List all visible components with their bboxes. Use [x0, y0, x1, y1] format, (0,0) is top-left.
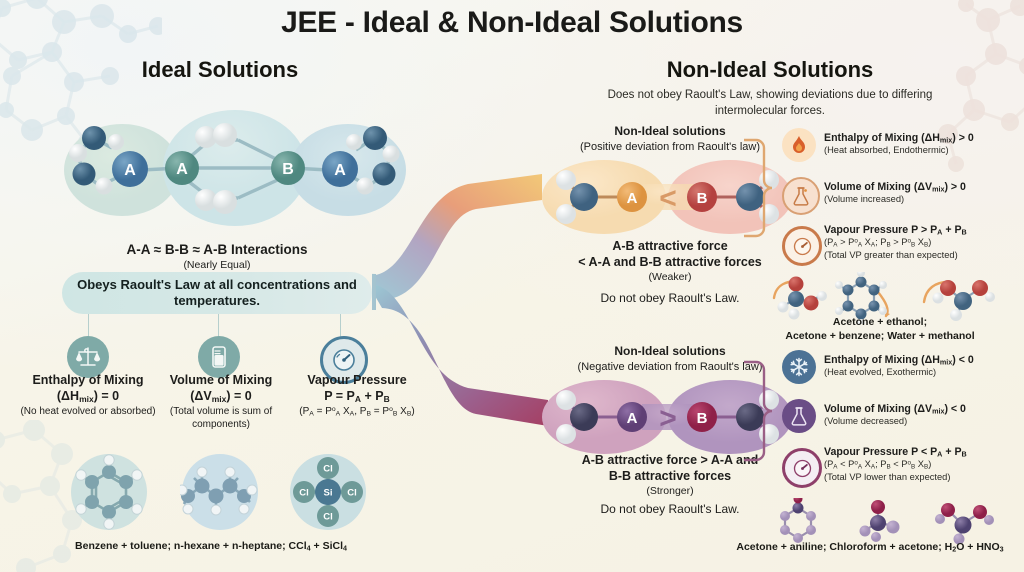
gauge-icon-positive — [782, 226, 822, 266]
negative-property-volume: Volume of Mixing (ΔVmix) < 0 (Volume dec… — [824, 403, 1022, 428]
positive-property-vapour: Vapour Pressure P > PA + PB (PA > PoA XA… — [824, 224, 1024, 261]
ideal-property-volume: Volume of Mixing (ΔVmix) = 0 (Total volu… — [153, 372, 289, 431]
positive-property-enthalpy: Enthalpy of Mixing (ΔHmix) > 0 (Heat abs… — [824, 132, 1022, 157]
ideal-bubble-label-1: A — [124, 162, 136, 179]
sicl4-label-cl-bottom: Cl — [323, 512, 333, 523]
positive-deviation-line2: (Positive deviation from Raoult's law) — [579, 140, 760, 153]
ideal-volume-note: (Total volume is sum of components) — [169, 406, 273, 431]
negative-property-vapour: Vapour Pressure P < PA + PB (PA < PoA XA… — [824, 446, 1024, 483]
positive-volume-note: (Volume increased) — [824, 194, 905, 205]
ideal-examples-caption: Benzene + toluene; n-hexane + n-heptane;… — [75, 540, 347, 553]
sicl4-label-cl-left: Cl — [299, 488, 309, 499]
negative-vapour-note2: (Total VP lower than expected) — [824, 471, 951, 482]
flask-icon-negative — [782, 399, 816, 433]
ideal-property-enthalpy: Enthalpy of Mixing (ΔHmix) = 0 (No heat … — [20, 372, 156, 418]
sicl4-label-si: Si — [324, 488, 333, 499]
ideal-bubble-label-2: A — [176, 161, 188, 178]
left-column-title: Ideal Solutions — [141, 57, 299, 82]
balance-scale-icon — [67, 336, 109, 378]
positive-examples-line2: Acetone + benzene; Water + methanol — [785, 329, 975, 342]
gauge-icon-negative — [782, 448, 822, 488]
n-heptane-molecule-icon — [180, 454, 258, 530]
negative-force-text: A-B attractive force > A-A and B-B attra… — [528, 452, 812, 518]
positive-operator-less-than: < — [659, 182, 677, 215]
ideal-vapour-formula: P = PA + PB — [324, 389, 390, 405]
negative-property-enthalpy: Enthalpy of Mixing (ΔHmix) < 0 (Heat evo… — [824, 354, 1022, 379]
ideal-property-vapour: Vapour Pressure P = PA + PB (PA = PoA XA… — [278, 372, 436, 419]
ideal-bubble-label-4: A — [334, 162, 346, 179]
positive-property-volume: Volume of Mixing (ΔVmix) > 0 (Volume inc… — [824, 181, 1022, 206]
positive-vapour-title: Vapour Pressure P > PA + PB — [824, 224, 967, 237]
positive-force-line2: < A-A and B-B attractive forces — [578, 255, 762, 270]
positive-force-line1: A-B attractive force — [612, 239, 728, 253]
negative-example-molecules — [780, 498, 994, 544]
negative-examples-caption: Acetone + aniline; Chloroform + acetone;… — [736, 541, 1004, 554]
positive-volume-title: Volume of Mixing (ΔVmix) > 0 — [824, 181, 966, 194]
gauge-icon — [320, 336, 368, 384]
flame-icon — [782, 128, 816, 162]
connector-stem-1 — [88, 314, 90, 338]
positive-examples-line1: Acetone + ethanol; — [832, 316, 928, 328]
negative-operator-greater-than: > — [659, 402, 677, 435]
ideal-enthalpy-formula: (ΔHmix) = 0 — [56, 389, 120, 405]
ideal-vapour-note: (PA = PoA XA, PB = PoB XB) — [299, 406, 415, 418]
beaker-icon — [198, 336, 240, 378]
negative-force-line2: B-B attractive forces — [608, 469, 732, 484]
negative-force-line3: (Stronger) — [646, 484, 694, 497]
sicl4-label-cl-top: Cl — [323, 464, 333, 475]
negative-bubble-b: B — [697, 410, 708, 427]
flow-ribbon — [372, 174, 548, 426]
ideal-enthalpy-title: Enthalpy of Mixing — [32, 373, 144, 387]
positive-force-line3: (Weaker) — [648, 270, 692, 283]
negative-enthalpy-note: (Heat evolved, Exothermic) — [824, 367, 937, 378]
ideal-enthalpy-note: (No heat evolved or absorbed) — [20, 406, 156, 418]
ideal-interaction-text: A-A ≈ B-B ≈ A-B Interactions (Nearly Equ… — [52, 241, 382, 272]
ideal-interaction-line1: A-A ≈ B-B ≈ A-B Interactions — [126, 242, 308, 257]
positive-vapour-note2: (Total VP greater than expected) — [824, 249, 958, 260]
negative-deviation-line2: (Negative deviation from Raoult's law) — [577, 360, 763, 373]
negative-force-line1: A-B attractive force > A-A and — [581, 453, 759, 467]
positive-examples-caption: Acetone + ethanol; Acetone + benzene; Wa… — [736, 316, 1024, 343]
positive-force-text: A-B attractive force < A-A and B-B attra… — [528, 238, 812, 307]
negative-vapour-note1: (PA < PoA XA; PB < PoB XB) — [824, 459, 932, 471]
connector-stem-2 — [218, 314, 220, 338]
positive-enthalpy-note: (Heat absorbed, Endothermic) — [824, 145, 949, 156]
connector-stem-3 — [340, 314, 342, 338]
positive-deviation-line1: Non-Ideal solutions — [614, 124, 726, 138]
ideal-interaction-line2: (Nearly Equal) — [183, 258, 251, 271]
negative-bubble-a: A — [627, 410, 638, 427]
right-column-title: Non-Ideal Solutions — [666, 57, 874, 82]
negative-volume-note: (Volume decreased) — [824, 416, 908, 427]
ideal-bubble-label-3: B — [282, 161, 294, 178]
negative-force-line4: Do not obey Raoult's Law. — [600, 502, 740, 517]
positive-bracket — [744, 138, 773, 238]
silicon-tetrachloride-molecule-icon: Cl Cl Cl Cl Si — [290, 454, 366, 530]
positive-enthalpy-title: Enthalpy of Mixing (ΔHmix) > 0 — [824, 132, 974, 145]
negative-enthalpy-title: Enthalpy of Mixing (ΔHmix) < 0 — [824, 354, 974, 367]
negative-deviation-label: Non-Ideal solutions (Negative deviation … — [528, 344, 812, 374]
ideal-volume-formula: (ΔVmix) = 0 — [190, 389, 252, 405]
positive-bubble-b: B — [697, 190, 708, 207]
positive-bubble-a: A — [627, 190, 638, 207]
negative-vapour-title: Vapour Pressure P < PA + PB — [824, 446, 967, 459]
flask-icon-positive — [782, 177, 820, 215]
ideal-raoult-banner: Obeys Raoult's Law at all concentrations… — [62, 272, 372, 314]
ideal-vapour-title: Vapour Pressure — [307, 373, 407, 387]
page-title: JEE - Ideal & Non-Ideal Solutions — [281, 6, 743, 39]
positive-vapour-note1: (PA > PoA XA; PB > PoB XB) — [824, 237, 932, 249]
ideal-volume-title: Volume of Mixing — [169, 373, 273, 387]
benzene-molecule-icon — [71, 454, 147, 530]
snowflake-icon — [782, 350, 816, 384]
positive-deviation-label: Non-Ideal solutions (Positive deviation … — [528, 124, 812, 154]
sicl4-label-cl-right: Cl — [347, 488, 357, 499]
positive-example-molecules — [772, 272, 995, 324]
ideal-molecule-cluster: A A B A — [64, 110, 406, 226]
positive-deviation-molecule-pair: A B < — [542, 160, 792, 234]
negative-bracket — [744, 360, 773, 462]
negative-volume-title: Volume of Mixing (ΔVmix) < 0 — [824, 403, 966, 416]
right-column-subtitle: Does not obey Raoult's Law, showing devi… — [607, 89, 933, 117]
positive-force-line4: Do not obey Raoult's Law. — [600, 291, 740, 306]
negative-deviation-line1: Non-Ideal solutions — [614, 344, 726, 358]
